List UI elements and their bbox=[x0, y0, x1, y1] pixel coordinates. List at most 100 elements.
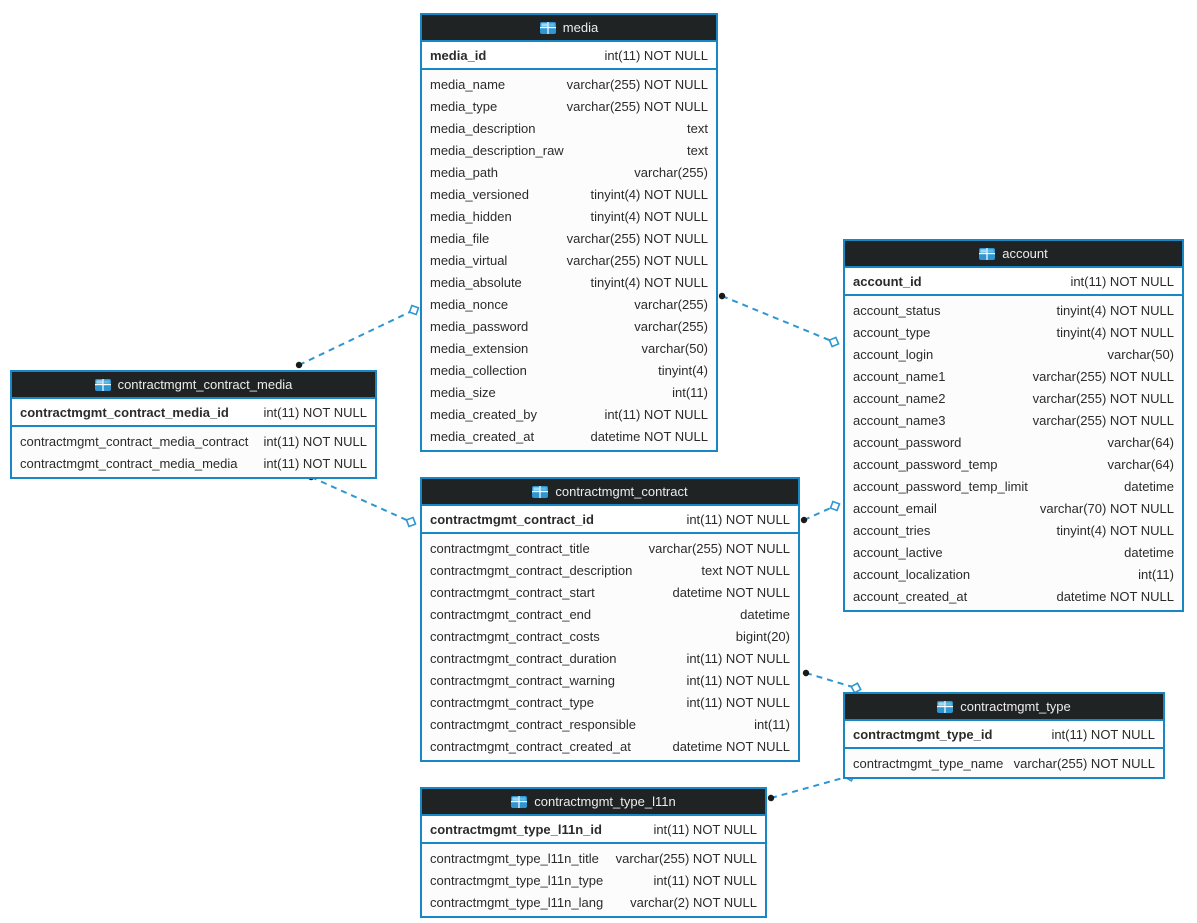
column-name: contractmgmt_type_l11n_id bbox=[430, 821, 602, 837]
column-type: varchar(255) NOT NULL bbox=[1032, 368, 1174, 384]
column-name: media_created_at bbox=[430, 428, 535, 444]
table-header[interactable]: contractmgmt_contract bbox=[422, 479, 798, 506]
pk-section: account_id int(11) NOT NULL bbox=[845, 268, 1182, 296]
table-icon bbox=[532, 485, 549, 498]
table-row-pk[interactable]: account_id int(11) NOT NULL bbox=[845, 268, 1182, 294]
table-row-pk[interactable]: contractmgmt_contract_media_id int(11) N… bbox=[12, 399, 375, 425]
table-contractmgmt-type[interactable]: contractmgmt_type contractmgmt_type_id i… bbox=[843, 692, 1165, 779]
column-name: media_file bbox=[430, 230, 490, 246]
table-contractmgmt-contract[interactable]: contractmgmt_contract contractmgmt_contr… bbox=[420, 477, 800, 762]
column-type: int(11) NOT NULL bbox=[263, 433, 367, 449]
column-name: contractmgmt_contract_id bbox=[430, 511, 594, 527]
relationship-contractmgmt_contract-to-account[interactable] bbox=[800, 500, 841, 524]
table-media[interactable]: media media_id int(11) NOT NULL media_na… bbox=[420, 13, 718, 452]
column-name: contractmgmt_contract_created_at bbox=[430, 738, 631, 754]
table-contractmgmt-contract-media[interactable]: contractmgmt_contract_media contractmgmt… bbox=[10, 370, 377, 479]
table-icon bbox=[539, 21, 556, 34]
table-row[interactable]: account_email varchar(70) NOT NULL bbox=[845, 497, 1182, 519]
column-type: int(11) NOT NULL bbox=[1051, 726, 1155, 742]
column-name: media_collection bbox=[430, 362, 527, 378]
column-type: int(11) NOT NULL bbox=[1070, 273, 1174, 289]
table-row-pk[interactable]: contractmgmt_type_l11n_id int(11) NOT NU… bbox=[422, 816, 765, 842]
table-row-pk[interactable]: media_id int(11) NOT NULL bbox=[422, 42, 716, 68]
relationship-contractmgmt_contract-to-contractmgmt_type[interactable] bbox=[802, 669, 862, 694]
column-type: varchar(255) bbox=[634, 318, 708, 334]
column-type: varchar(70) NOT NULL bbox=[1039, 500, 1174, 516]
column-name: account_email bbox=[853, 500, 937, 516]
table-header[interactable]: account bbox=[845, 241, 1182, 268]
column-name: account_password_temp_limit bbox=[853, 478, 1028, 494]
column-type: varchar(64) bbox=[1107, 456, 1174, 472]
column-type: text NOT NULL bbox=[701, 562, 790, 578]
table-contractmgmt-type-l11n[interactable]: contractmgmt_type_l11n contractmgmt_type… bbox=[420, 787, 767, 918]
column-type: varchar(255) NOT NULL bbox=[1032, 412, 1174, 428]
relationship-contractmgmt_type_l11n-to-contractmgmt_type[interactable] bbox=[767, 770, 856, 802]
relationship-contractmgmt_contract_media-to-contractmgmt_contract[interactable] bbox=[307, 473, 417, 528]
relationship-media-to-account[interactable] bbox=[718, 292, 840, 348]
table-header[interactable]: media bbox=[422, 15, 716, 42]
table-header[interactable]: contractmgmt_type_l11n bbox=[422, 789, 765, 816]
column-name: media_absolute bbox=[430, 274, 522, 290]
table-icon bbox=[511, 795, 528, 808]
column-name: media_id bbox=[430, 47, 487, 63]
table-header[interactable]: contractmgmt_contract_media bbox=[12, 372, 375, 399]
table-row-pk[interactable]: contractmgmt_contract_id int(11) NOT NUL… bbox=[422, 506, 798, 532]
table-account[interactable]: account account_id int(11) NOT NULL acco… bbox=[843, 239, 1184, 612]
table-row-pk[interactable]: contractmgmt_type_id int(11) NOT NULL bbox=[845, 721, 1163, 747]
column-name: account_password bbox=[853, 434, 962, 450]
table-header[interactable]: contractmgmt_type bbox=[845, 694, 1163, 721]
column-name: contractmgmt_contract_costs bbox=[430, 628, 600, 644]
relationship-contractmgmt_contract_media-to-media[interactable] bbox=[295, 304, 420, 369]
column-name: account_type bbox=[853, 324, 931, 340]
table-title: contractmgmt_contract_media bbox=[117, 377, 293, 392]
column-name: account_id bbox=[853, 273, 922, 289]
